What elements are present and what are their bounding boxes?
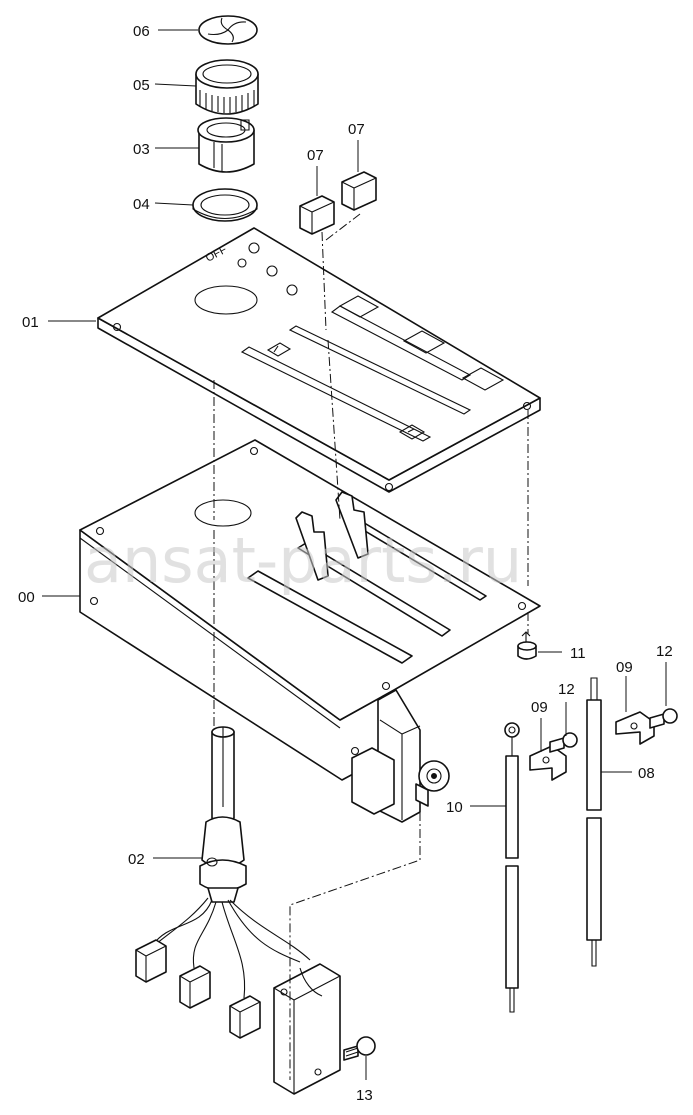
part-09-clamp-right bbox=[615, 711, 655, 745]
part-13-screw bbox=[343, 1036, 376, 1061]
label-11: 11 bbox=[570, 645, 586, 662]
connector-1 bbox=[135, 939, 167, 983]
part-06-knob-cap bbox=[198, 15, 258, 45]
part-04-ring bbox=[192, 188, 258, 222]
assembly-lines bbox=[213, 213, 529, 1080]
wire-harness bbox=[151, 897, 311, 999]
part-09-clamp-left bbox=[529, 745, 567, 781]
part-08-cable bbox=[586, 677, 602, 967]
callout-labels: 06 05 03 04 01 00 02 07 07 11 12 09 12 0… bbox=[18, 23, 673, 1104]
label-12-left: 12 bbox=[558, 681, 575, 698]
label-01: 01 bbox=[22, 314, 39, 331]
label-08: 08 bbox=[638, 765, 655, 782]
label-09-left: 09 bbox=[531, 699, 548, 716]
label-12-right: 12 bbox=[656, 643, 673, 660]
label-00: 00 bbox=[18, 589, 35, 606]
label-13: 13 bbox=[356, 1087, 373, 1104]
part-01-cover-panel: OFF bbox=[97, 227, 541, 493]
part-12-screw-right bbox=[649, 708, 678, 729]
label-06: 06 bbox=[133, 23, 150, 40]
connector-2 bbox=[179, 965, 211, 1009]
part-07-lever-knob-right bbox=[341, 171, 377, 211]
part-05-knurled-ring bbox=[195, 59, 259, 115]
leader-lines bbox=[42, 29, 667, 1080]
switch-module bbox=[273, 963, 341, 1095]
connector-3 bbox=[229, 995, 261, 1039]
label-05: 05 bbox=[133, 77, 150, 94]
label-09-right: 09 bbox=[616, 659, 633, 676]
part-03-split-collar bbox=[197, 117, 255, 173]
label-07-right: 07 bbox=[348, 121, 365, 138]
part-11-grommet bbox=[517, 631, 537, 660]
part-00-bracket bbox=[79, 439, 541, 823]
part-10-cable bbox=[504, 722, 520, 1013]
label-02: 02 bbox=[128, 851, 145, 868]
label-04: 04 bbox=[133, 196, 150, 213]
part-02-rotary-switch bbox=[199, 726, 247, 903]
label-10: 10 bbox=[446, 799, 463, 816]
watermark: ansat-parts.ru bbox=[84, 524, 522, 597]
label-07-left: 07 bbox=[307, 147, 324, 164]
part-07-lever-knob-left bbox=[299, 195, 335, 235]
part-12-screw-left bbox=[549, 732, 578, 753]
label-03: 03 bbox=[133, 141, 150, 158]
